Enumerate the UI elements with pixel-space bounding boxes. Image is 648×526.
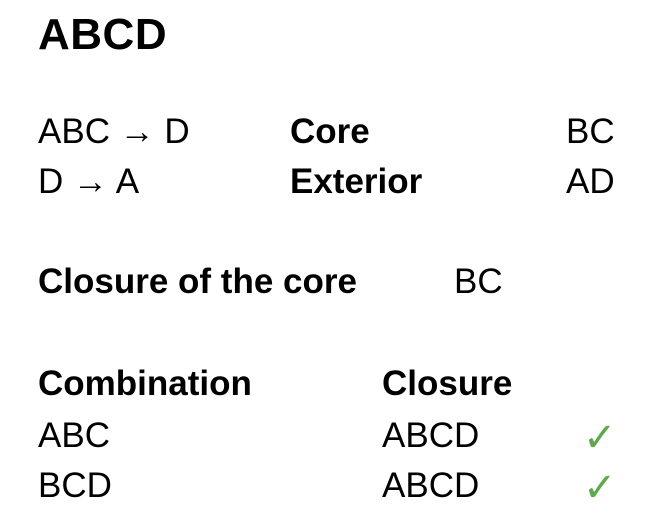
- check-icon: ✓: [583, 465, 617, 511]
- functional-dependency-2: D → A: [38, 162, 140, 201]
- check-icon: ✓: [583, 415, 617, 461]
- closure-of-core-value: BC: [454, 262, 503, 301]
- table-cell-closure-2: ABCD: [382, 466, 480, 505]
- attribute-class-label-exterior: Exterior: [290, 162, 423, 201]
- page-title: ABCD: [38, 10, 168, 59]
- table-cell-closure-1: ABCD: [382, 416, 480, 455]
- attribute-class-value-exterior: AD: [566, 162, 615, 201]
- attribute-class-label-core: Core: [290, 112, 370, 151]
- table-row: BCD: [38, 466, 112, 505]
- closure-of-core-label: Closure of the core: [38, 262, 357, 301]
- table-header-closure: Closure: [382, 364, 513, 403]
- functional-dependency-1: ABC → D: [38, 112, 190, 151]
- table-header-combination: Combination: [38, 364, 252, 403]
- attribute-class-value-core: BC: [566, 112, 615, 151]
- table-row: ABC: [38, 416, 110, 455]
